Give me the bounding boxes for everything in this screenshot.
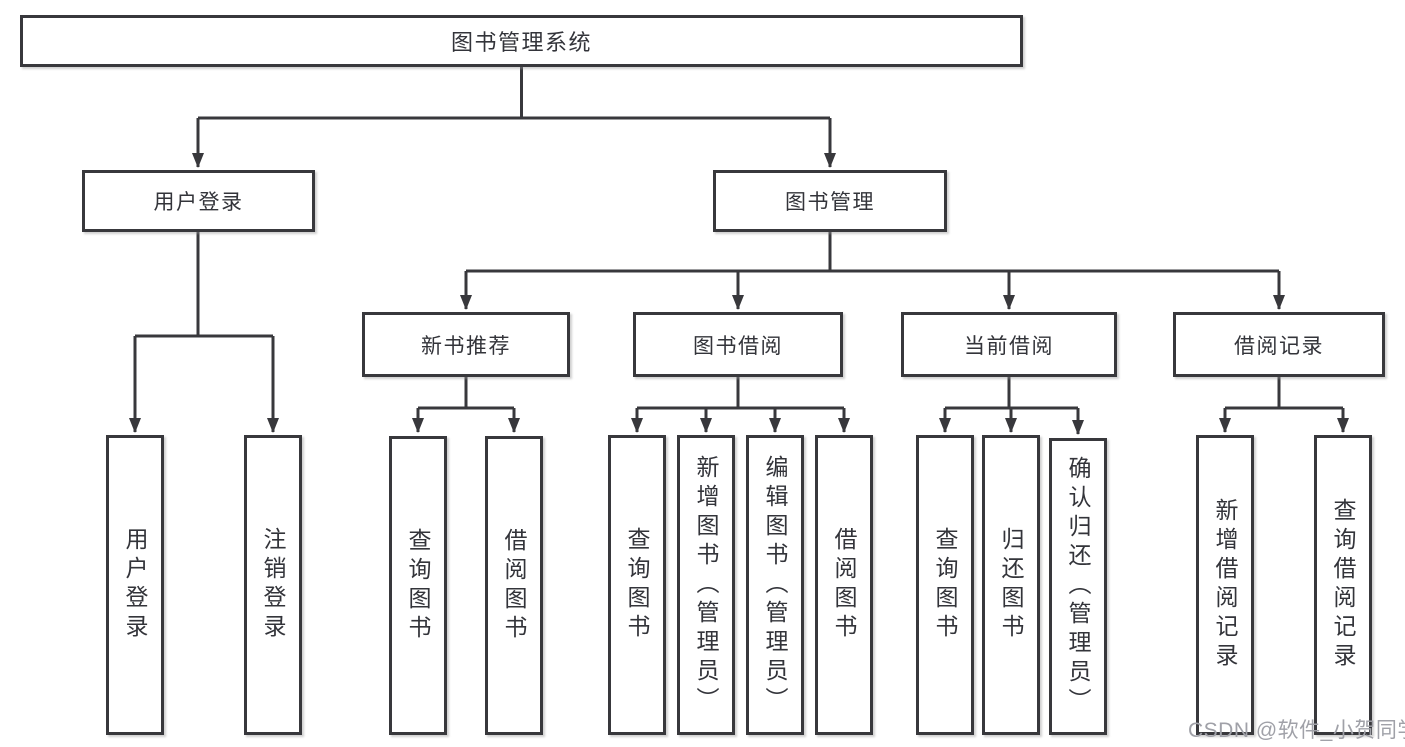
leaf-logout: 注销登录 xyxy=(244,435,302,735)
leaf-current-query-books: 查询图书 xyxy=(916,435,974,735)
node-label: 查询图书 xyxy=(405,527,431,644)
leaf-borrow-edit-books-admin: 编辑图书（管理员） xyxy=(746,435,804,735)
node-new-book-recommend: 新书推荐 xyxy=(362,312,570,377)
leaf-current-return-books: 归还图书 xyxy=(982,435,1040,735)
leaf-borrow-add-books-admin: 新增图书（管理员） xyxy=(677,435,735,735)
leaf-borrow-query-books: 查询图书 xyxy=(608,435,666,735)
leaf-newrec-query-books: 查询图书 xyxy=(389,436,447,735)
node-label: 图书借阅 xyxy=(693,334,783,358)
node-label: 新增借阅记录 xyxy=(1212,498,1238,672)
node-book-management: 图书管理 xyxy=(713,170,947,232)
node-user-login: 用户登录 xyxy=(82,170,315,232)
node-label: 查询图书 xyxy=(624,527,650,643)
node-label: 确认归还（管理员） xyxy=(1065,456,1091,717)
node-label: 借阅记录 xyxy=(1234,334,1324,358)
leaf-user-login: 用户登录 xyxy=(106,435,164,735)
node-label: 当前借阅 xyxy=(964,334,1054,358)
node-label: 用户登录 xyxy=(153,191,244,214)
node-label: 用户登录 xyxy=(122,527,148,643)
node-label: 注销登录 xyxy=(260,527,286,643)
node-book-borrow: 图书借阅 xyxy=(633,312,843,377)
node-label: 归还图书 xyxy=(998,527,1024,643)
leaf-borrow-borrow-books: 借阅图书 xyxy=(815,435,873,735)
leaf-newrec-borrow-books: 借阅图书 xyxy=(485,436,543,735)
node-label: 图书管理 xyxy=(785,191,875,214)
csdn-watermark: CSDN @软件_小贺同学 xyxy=(1188,719,1405,742)
node-label: 查询借阅记录 xyxy=(1330,498,1356,672)
node-current-borrow: 当前借阅 xyxy=(901,312,1117,377)
node-label: 借阅图书 xyxy=(501,527,527,644)
node-label: 查询图书 xyxy=(932,527,958,643)
leaf-current-confirm-return-admin: 确认归还（管理员） xyxy=(1049,438,1107,735)
leaf-records-query-record: 查询借阅记录 xyxy=(1314,435,1372,735)
leaf-records-add-record: 新增借阅记录 xyxy=(1196,435,1254,735)
node-root: 图书管理系统 xyxy=(20,15,1023,67)
node-label: 新增图书（管理员） xyxy=(693,454,719,716)
node-borrow-records: 借阅记录 xyxy=(1173,312,1385,377)
node-label: 编辑图书（管理员） xyxy=(762,454,788,716)
node-label: 借阅图书 xyxy=(831,527,857,643)
node-label: 图书管理系统 xyxy=(450,30,592,55)
node-label: 新书推荐 xyxy=(421,334,511,358)
